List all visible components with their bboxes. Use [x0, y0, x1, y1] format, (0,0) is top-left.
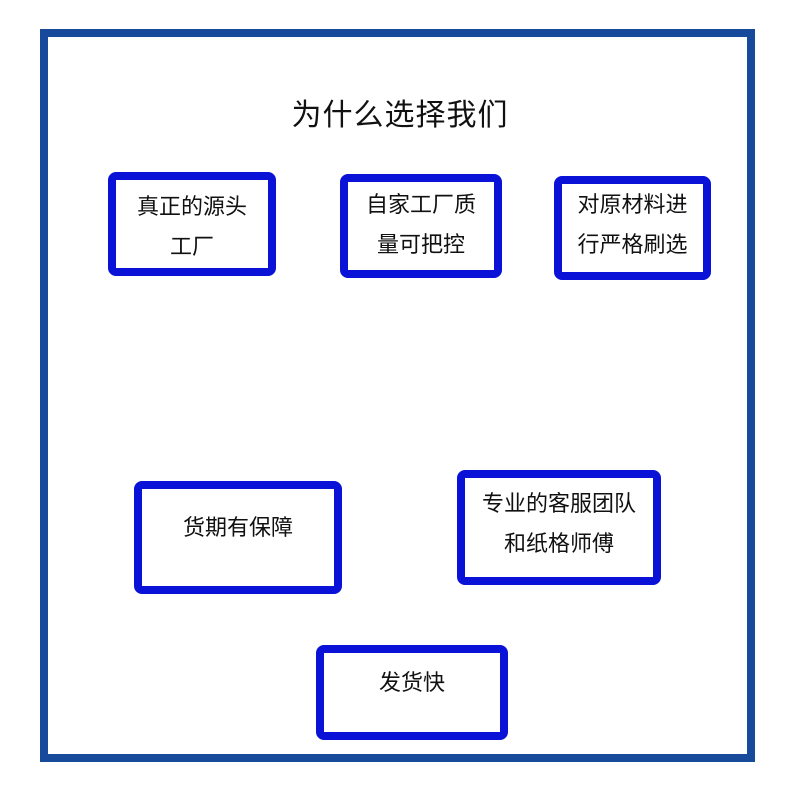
reason-text: 专业的客服团队: [481, 492, 636, 517]
outer-frame: [40, 29, 755, 762]
reason-text: 和纸格师傅: [503, 532, 614, 557]
reason-box-material-selection: 对原材料进 行严格刷选: [554, 176, 711, 280]
reason-text: 量可把控: [376, 233, 465, 258]
reason-text: 货期有保障: [182, 516, 293, 541]
reason-box-delivery-guarantee: 货期有保障: [134, 481, 342, 594]
reason-box-professional-team: 专业的客服团队 和纸格师傅: [457, 470, 661, 585]
reason-box-quality-control: 自家工厂质 量可把控: [340, 174, 502, 278]
reason-text: 行严格刷选: [577, 233, 688, 258]
diagram-title: 为什么选择我们: [291, 98, 509, 133]
reason-text: 工厂: [169, 235, 214, 260]
reason-text: 自家工厂质: [365, 193, 476, 218]
reason-text: 发货快: [378, 671, 445, 696]
reason-text: 对原材料进: [577, 193, 688, 218]
reason-box-source-factory: 真正的源头 工厂: [108, 172, 276, 276]
reason-box-fast-shipping: 发货快: [316, 645, 508, 740]
reason-text: 真正的源头: [136, 195, 247, 220]
